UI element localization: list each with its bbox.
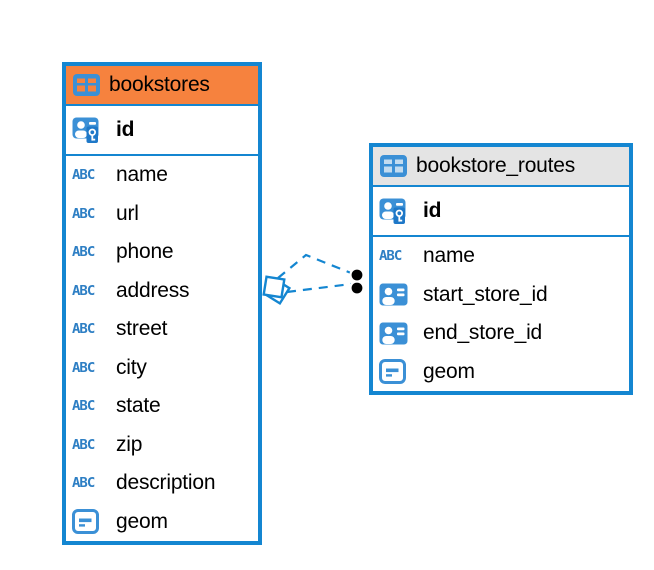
column-end_store_id[interactable]: end_store_id [373, 314, 629, 353]
table-icon [72, 74, 100, 96]
column-zip[interactable]: ABC zip [66, 426, 258, 465]
column-geom[interactable]: geom [66, 503, 258, 542]
column-street[interactable]: ABC street [66, 310, 258, 349]
text-type-icon: ABC [72, 360, 95, 376]
column-name: start_store_id [423, 282, 548, 306]
relationship-line[interactable] [286, 282, 352, 294]
column-name: geom [423, 359, 475, 383]
column-name: zip [116, 432, 143, 456]
text-type-icon: ABC [72, 475, 95, 491]
column-name: state [116, 394, 161, 418]
column-name: id [423, 199, 442, 222]
column-description[interactable]: ABC description [66, 464, 258, 503]
table-header[interactable]: bookstore_routes [373, 147, 629, 187]
column-address[interactable]: ABC address [66, 272, 258, 311]
geometry-type-icon [72, 509, 106, 535]
one-side-dot-marker[interactable] [349, 267, 365, 296]
relationship-line[interactable] [277, 253, 352, 279]
table-title: bookstores [109, 73, 210, 96]
geometry-type-icon [379, 359, 413, 385]
column-name: id [116, 118, 135, 141]
primary-key-icon [379, 196, 413, 226]
many-side-diamond-marker[interactable] [262, 275, 292, 306]
text-type-icon: ABC [72, 321, 95, 337]
column-name[interactable]: ABC name [66, 156, 258, 195]
column-name: end_store_id [423, 321, 543, 345]
column-id[interactable]: id [373, 187, 629, 237]
column-city[interactable]: ABC city [66, 349, 258, 388]
text-type-icon: ABC [72, 437, 95, 453]
column-name: address [116, 278, 190, 302]
column-phone[interactable]: ABC phone [66, 233, 258, 272]
table-title: bookstore_routes [416, 154, 576, 177]
text-type-icon: ABC [72, 206, 95, 222]
text-type-icon: ABC [72, 398, 95, 414]
primary-key-icon [72, 115, 106, 145]
column-name: phone [116, 240, 174, 264]
column-name: description [116, 471, 216, 495]
column-name: city [116, 355, 147, 379]
column-name[interactable]: ABC name [373, 237, 629, 276]
column-id[interactable]: id [66, 106, 258, 156]
column-geom[interactable]: geom [373, 353, 629, 392]
text-type-icon: ABC [72, 244, 95, 260]
text-type-icon: ABC [72, 283, 95, 299]
column-name: url [116, 201, 139, 225]
column-url[interactable]: ABC url [66, 195, 258, 234]
column-name: geom [116, 509, 168, 533]
foreign-key-icon [379, 283, 413, 306]
column-state[interactable]: ABC state [66, 387, 258, 426]
column-start_store_id[interactable]: start_store_id [373, 276, 629, 315]
table-header[interactable]: bookstores [66, 66, 258, 106]
table-icon [379, 155, 407, 177]
column-name: name [423, 244, 475, 268]
foreign-key-icon [379, 322, 413, 345]
text-type-icon: ABC [379, 248, 402, 264]
column-name: name [116, 163, 168, 187]
column-name: street [116, 317, 168, 341]
text-type-icon: ABC [72, 167, 95, 183]
